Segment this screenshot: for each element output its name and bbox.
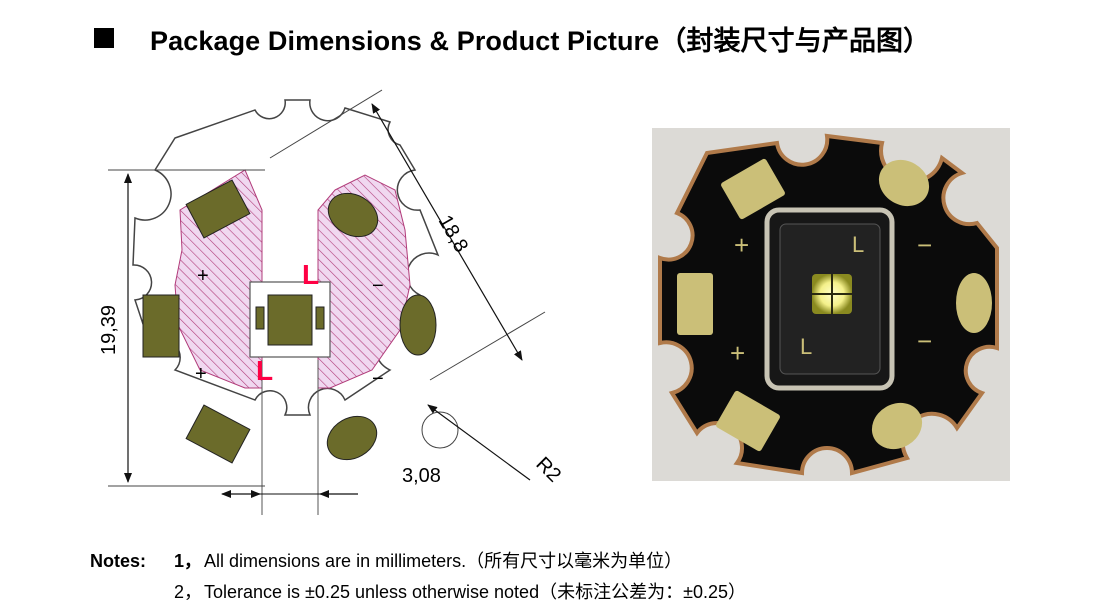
corner-mark-bottom: L: [256, 355, 273, 386]
note-number: 1，: [174, 551, 203, 571]
note-item: Notes: 1， All dimensions are in millimet…: [90, 546, 746, 577]
square-bullet-icon: [94, 28, 114, 48]
minus-sign-bottom: −: [372, 368, 384, 390]
photo-corner-mark-bottom: L: [800, 334, 812, 359]
led-right-tab: [315, 306, 325, 330]
width-extension-bottom: [429, 311, 546, 381]
section-header: Package Dimensions & Product Picture（封装尺…: [94, 18, 930, 58]
photo-pad-top-right: [878, 159, 930, 207]
note-item: 2， Tolerance is ±0.25 unless otherwise n…: [90, 577, 746, 608]
slot-dimension-label: 3,08: [402, 465, 441, 487]
pad-bottom-left: [185, 404, 251, 464]
radius-reference-circle: [421, 411, 459, 449]
radius-leader-line: [427, 404, 531, 481]
note-text: All dimensions are in millimeters.（所有尺寸以…: [204, 551, 683, 571]
note-number: 2，: [174, 582, 203, 602]
pad-right: [399, 294, 437, 356]
height-dimension-label: 19,39: [98, 305, 120, 355]
corner-mark-top: L: [302, 259, 319, 290]
photo-plus-bottom: +: [730, 338, 745, 368]
notes-label: Notes:: [90, 551, 147, 571]
notes-section: Notes: 1， All dimensions are in millimet…: [90, 546, 746, 608]
photo-corner-mark-top: L: [852, 232, 864, 257]
width-dimension-line: [371, 103, 523, 361]
photo-pad-top-left: [721, 158, 785, 220]
page-title: Package Dimensions & Product Picture（封装尺…: [150, 25, 931, 56]
product-photo: + + − − L L: [652, 128, 1010, 481]
led-die-pad: [267, 294, 313, 346]
package-dimension-drawing: + + − − L L 19,39 18,8 3,08 R2: [98, 89, 565, 515]
plus-sign-bottom: +: [195, 363, 207, 385]
photo-pad-bottom-right: [871, 402, 923, 450]
plus-sign-top: +: [197, 265, 209, 287]
photo-minus-bottom: −: [917, 326, 932, 356]
photo-pad-bottom-left: [716, 390, 780, 452]
pad-top-left: [185, 179, 251, 239]
radius-dimension-label: R2: [531, 453, 565, 487]
photo-plus-top: +: [734, 230, 749, 260]
width-extension-top: [269, 89, 383, 159]
pad-left: [142, 294, 180, 358]
minus-sign-top: −: [372, 275, 384, 297]
photo-pad-left: [677, 273, 713, 335]
width-dimension-label: 18,8: [434, 212, 473, 257]
photo-pad-right: [956, 273, 992, 333]
photo-minus-top: −: [917, 230, 932, 260]
pad-bottom-right: [326, 415, 378, 461]
led-left-tab: [255, 306, 265, 330]
note-text: Tolerance is ±0.25 unless otherwise note…: [204, 582, 746, 602]
